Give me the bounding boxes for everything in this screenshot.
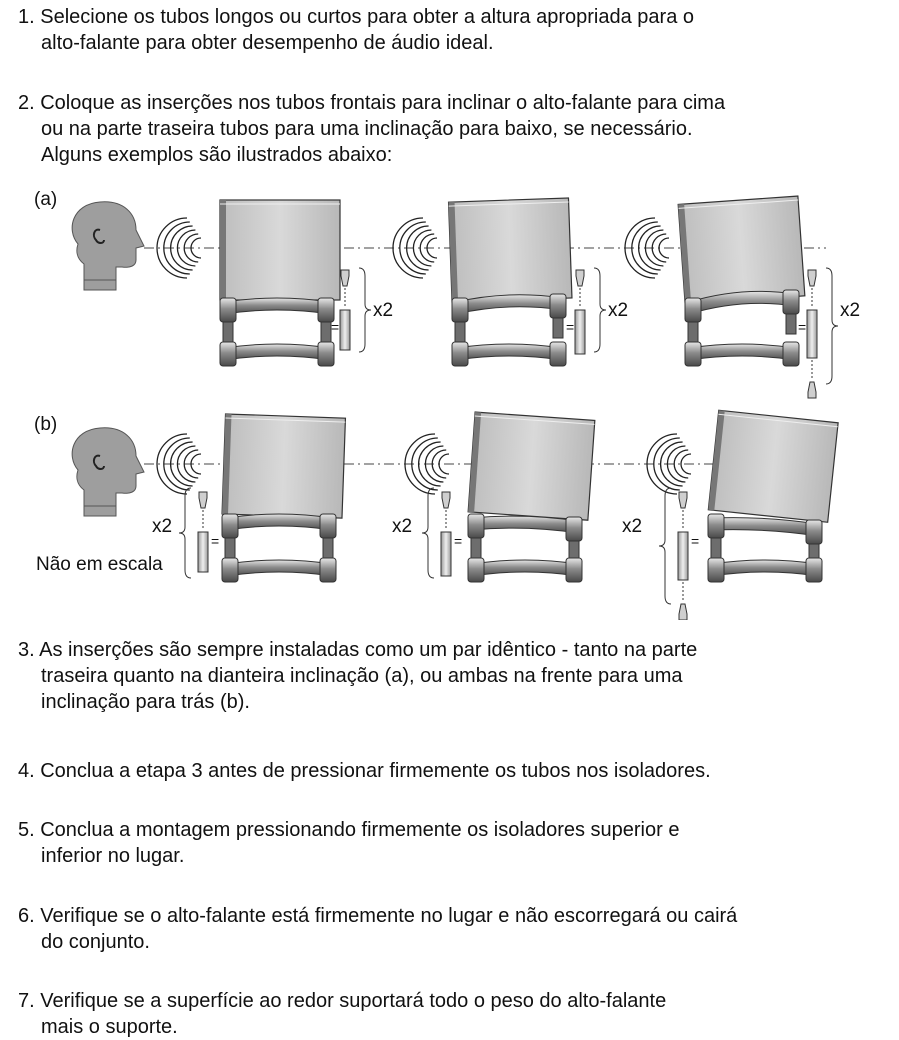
step-7: 7. Verifique se a superfície ao redor su… bbox=[0, 988, 899, 1040]
speaker-box bbox=[677, 195, 806, 305]
equals-sign: = bbox=[211, 533, 219, 549]
sound-wave-icon bbox=[624, 217, 670, 279]
sound-wave-icon bbox=[404, 433, 450, 495]
step-1-line-1: 1. Selecione os tubos longos ou curtos p… bbox=[18, 6, 694, 28]
step-3-line-2: traseira quanto na dianteira inclinação … bbox=[41, 665, 683, 687]
brace bbox=[421, 487, 435, 579]
multiplier-label: x2 bbox=[840, 300, 860, 321]
speaker-box bbox=[467, 411, 596, 521]
step-4-line-1: 4. Conclua a etapa 3 antes de pressionar… bbox=[18, 760, 711, 782]
step-3-line-3: inclinação para trás (b). bbox=[41, 691, 250, 713]
step-6-line-1: 6. Verifique se o alto-falante está firm… bbox=[18, 905, 738, 927]
scale-note: Não em escala bbox=[36, 554, 163, 575]
speaker-box bbox=[447, 197, 573, 303]
insert-tube bbox=[677, 491, 689, 620]
brace bbox=[825, 267, 839, 385]
insert-tube bbox=[440, 491, 452, 577]
isolator-stand bbox=[707, 513, 823, 583]
brace bbox=[593, 267, 607, 353]
multiplier-label: x2 bbox=[608, 300, 628, 321]
row-a-examples: = x2 = x2 = x2 bbox=[71, 195, 860, 399]
step-7-line-2: mais o suporte. bbox=[41, 1016, 178, 1038]
step-2-line-3: Alguns exemplos são ilustrados abaixo: bbox=[41, 144, 393, 166]
listener-head-icon bbox=[71, 201, 145, 291]
insert-tube bbox=[806, 269, 818, 399]
multiplier-label: x2 bbox=[373, 300, 393, 321]
row-b-examples: = x2 = x2 = x2 bbox=[71, 409, 839, 620]
brace bbox=[358, 267, 372, 353]
step-5-line-1: 5. Conclua a montagem pressionando firme… bbox=[18, 819, 680, 841]
speaker-box bbox=[219, 199, 341, 301]
isolator-stand bbox=[467, 513, 583, 583]
speaker-tilt-illustration: (a) (b) = x2 = x2 = x2 = x2 = x2 = x2 Não em escal… bbox=[34, 189, 860, 620]
isolator-stand bbox=[219, 297, 335, 367]
multiplier-label: x2 bbox=[152, 516, 172, 537]
multiplier-label: x2 bbox=[622, 516, 642, 537]
isolator-stand bbox=[684, 289, 800, 367]
multiplier-label: x2 bbox=[392, 516, 412, 537]
step-5: 5. Conclua a montagem pressionando firme… bbox=[0, 817, 899, 869]
row-b-label: (b) bbox=[34, 414, 57, 435]
example-a-3: = x2 bbox=[624, 195, 860, 399]
step-4: 4. Conclua a etapa 3 antes de pressionar… bbox=[0, 758, 899, 784]
step-2: 2. Coloque as inserções nos tubos fronta… bbox=[0, 90, 899, 168]
brace bbox=[658, 487, 672, 605]
sound-wave-icon bbox=[156, 433, 202, 495]
equals-sign: = bbox=[454, 533, 462, 549]
row-a-label: (a) bbox=[34, 189, 57, 210]
insert-tube bbox=[339, 269, 351, 351]
step-1-line-2: alto-falante para obter desempenho de áu… bbox=[41, 32, 494, 54]
example-b-2: = x2 bbox=[392, 411, 596, 583]
step-7-line-1: 7. Verifique se a superfície ao redor su… bbox=[18, 990, 667, 1012]
step-6-line-2: do conjunto. bbox=[41, 931, 150, 953]
brace bbox=[178, 487, 192, 579]
sound-wave-icon bbox=[156, 217, 202, 279]
step-2-line-2: ou na parte traseira tubos para uma incl… bbox=[41, 118, 693, 140]
step-5-line-2: inferior no lugar. bbox=[41, 845, 185, 867]
insert-tube bbox=[197, 491, 209, 573]
sound-wave-icon bbox=[392, 217, 438, 279]
speaker-box bbox=[707, 409, 839, 523]
equals-sign: = bbox=[566, 319, 574, 335]
equals-sign: = bbox=[691, 533, 699, 549]
speaker-box bbox=[221, 413, 347, 519]
example-a-2: = x2 bbox=[392, 197, 628, 367]
example-b-1: = x2 bbox=[152, 413, 347, 583]
equals-sign: = bbox=[798, 319, 806, 335]
example-a-1: = x2 bbox=[156, 199, 393, 367]
step-3-line-1: 3. As inserções são sempre instaladas co… bbox=[18, 639, 698, 661]
isolator-stand bbox=[221, 513, 337, 583]
listener-head-icon bbox=[71, 427, 145, 517]
step-3: 3. As inserções são sempre instaladas co… bbox=[0, 637, 899, 715]
insert-tube bbox=[574, 269, 586, 355]
step-6: 6. Verifique se o alto-falante está firm… bbox=[0, 903, 899, 955]
step-2-line-1: 2. Coloque as inserções nos tubos fronta… bbox=[18, 92, 726, 114]
example-b-3: = x2 bbox=[622, 409, 839, 620]
step-1: 1. Selecione os tubos longos ou curtos p… bbox=[0, 4, 899, 56]
equals-sign: = bbox=[331, 319, 339, 335]
isolator-stand bbox=[451, 293, 567, 367]
